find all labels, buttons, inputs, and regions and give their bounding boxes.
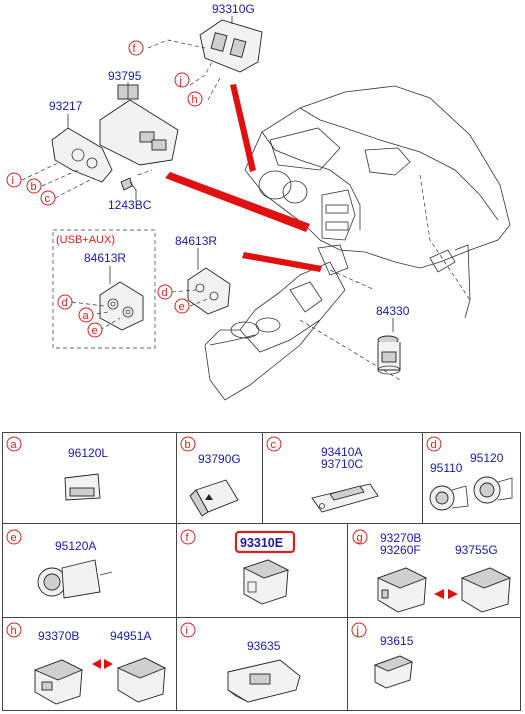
callout-letter-d-2: d — [162, 287, 168, 299]
callout-letter-d: d — [62, 297, 68, 309]
cell-a-letter: a — [11, 439, 18, 451]
cell-h-letter: h — [11, 625, 17, 637]
grid-cell-f: f 93310E — [180, 529, 296, 605]
grid-cell-b: b 93790G — [180, 436, 241, 517]
part-93217: 93217 — [21, 99, 113, 199]
part-93795: 93795 — [99, 69, 179, 166]
callout-letter-e: e — [92, 325, 98, 337]
cell-h-part-1: 93370B — [38, 629, 79, 643]
callout-letter-i: i — [12, 175, 14, 187]
callout-letter-b: b — [31, 181, 37, 193]
cell-c-part-1: 93410A — [321, 445, 362, 459]
part-93310G: 93310G — [147, 2, 263, 101]
grid-cell-h: h 93370B 94951A — [6, 622, 167, 705]
cell-d-letter: d — [431, 439, 437, 451]
letter-callouts: f j h i b c d a e d e — [6, 40, 203, 338]
callout-84613R: 84613R — [175, 234, 217, 248]
cell-d-part-1: 95110 — [430, 461, 463, 475]
grid-cell-a: a 96120L — [6, 436, 108, 501]
cell-j-part-1: 93615 — [380, 634, 414, 648]
callout-84613R-usb: 84613R — [84, 251, 126, 265]
cell-b-letter: b — [185, 439, 191, 451]
red-pointer-arrows — [165, 84, 322, 272]
grid-cell-j: j 93615 — [351, 622, 414, 689]
exploded-view: 93310G 93795 93217 — [6, 2, 511, 401]
highlight-box-93310E — [234, 530, 296, 554]
cell-e-letter: e — [11, 532, 17, 544]
cell-f-letter: f — [186, 532, 190, 544]
callout-letter-a: a — [83, 310, 90, 322]
cell-j-letter: j — [356, 625, 359, 637]
callout-93217: 93217 — [49, 99, 83, 113]
part-1243BC: 1243BC — [108, 169, 153, 212]
grid-cell-c: c 93410A 93710C — [266, 436, 379, 513]
part-84330: 84330 — [376, 304, 410, 375]
callout-letter-f: f — [133, 43, 137, 55]
cell-f-part-1: 93310E — [240, 536, 283, 550]
grid-cell-g: g 93270B 93260F 93755G — [352, 529, 512, 613]
cell-i-letter: i — [186, 625, 188, 637]
grid-cell-e: e 95120A — [6, 529, 113, 599]
callout-letter-h: h — [192, 94, 198, 106]
callout-93310G: 93310G — [212, 2, 255, 16]
callout-letter-c: c — [45, 193, 51, 205]
usb-aux-group: (USB+AUX) 84613R — [52, 229, 156, 349]
grid-cell-d: d 95110 95120 — [426, 436, 513, 511]
cell-c-letter: c — [271, 439, 277, 451]
grid-cell-i: i 93635 — [180, 622, 301, 703]
parts-grid: a 96120L b 93790G c 93410A 93710C — [2, 432, 521, 711]
cell-i-part-1: 93635 — [247, 639, 281, 653]
part-84613R: 84613R — [171, 234, 231, 315]
callout-84330: 84330 — [376, 304, 410, 318]
cell-g-part-1: 93270B — [380, 531, 421, 545]
cell-h-part-2: 94951A — [110, 629, 151, 643]
cell-g-part-3: 93755G — [455, 543, 498, 557]
cell-b-part-1: 93790G — [198, 452, 241, 466]
cell-g-part-2: 93260F — [380, 543, 421, 557]
cell-g-letter: g — [357, 532, 363, 544]
usb-aux-label: (USB+AUX) — [56, 234, 115, 246]
cell-a-part-1: 96120L — [68, 446, 108, 460]
callout-93795: 93795 — [108, 69, 142, 83]
cell-e-part-1: 95120A — [55, 539, 96, 553]
callout-letter-e-2: e — [179, 301, 185, 313]
cell-d-part-2: 95120 — [470, 451, 504, 465]
callout-letter-j: j — [179, 75, 182, 87]
dashboard-illustration — [204, 85, 511, 401]
cell-c-part-2: 93710C — [321, 457, 363, 471]
callout-1243BC: 1243BC — [108, 198, 152, 212]
